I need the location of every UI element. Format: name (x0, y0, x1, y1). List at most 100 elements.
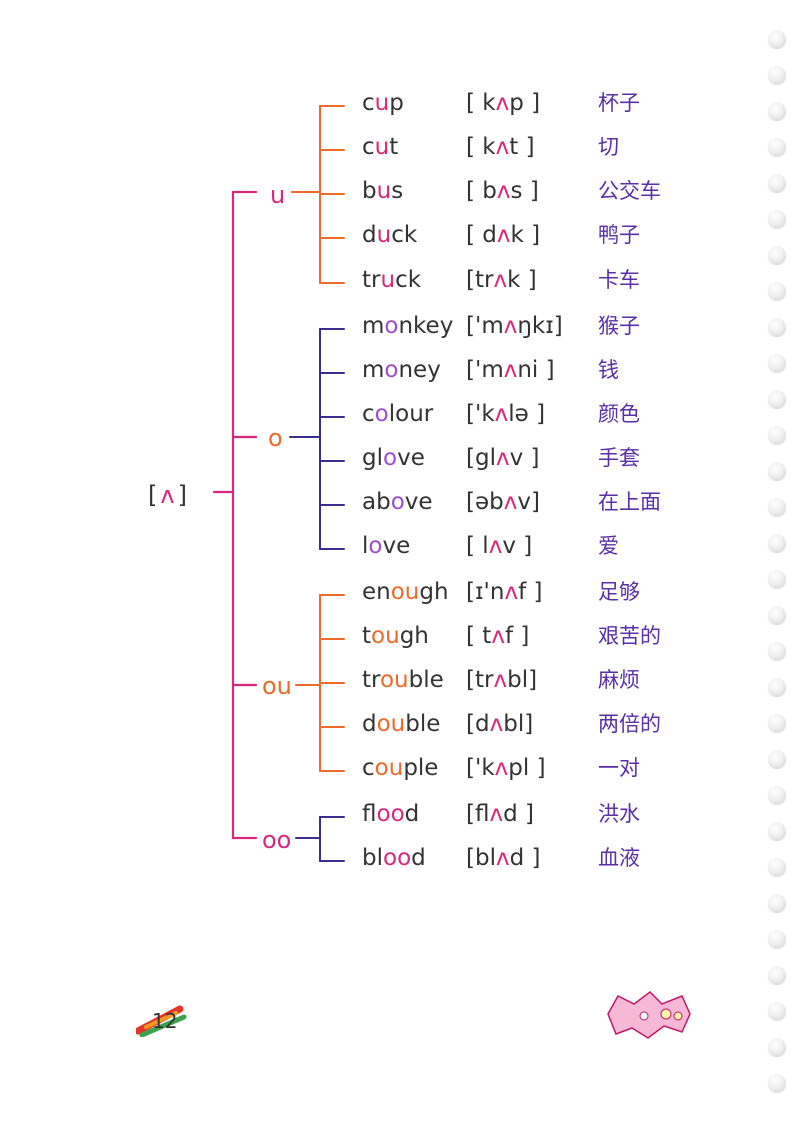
word-part: ab (362, 489, 391, 515)
word-highlight: o (368, 533, 383, 559)
vowel-symbol: ʌ (494, 401, 509, 427)
word-part: gh (399, 623, 429, 649)
word-highlight: o (390, 489, 405, 515)
phonetic-2-4: ['kʌpl ] (466, 755, 546, 781)
word-part: c (362, 134, 375, 160)
word-part: l (362, 533, 369, 559)
page-number-text: 12 (152, 1009, 178, 1033)
bracket-tree (212, 105, 345, 862)
ring-hole (768, 786, 786, 804)
vowel-symbol: ʌ (495, 445, 510, 471)
word-part: lour (388, 401, 434, 427)
word-part: ck (395, 267, 422, 293)
vowel-symbol: ʌ (493, 267, 508, 293)
word-0-2: bus (362, 180, 403, 203)
phonetic-1-4: [əbʌv] (466, 489, 540, 515)
phonetic-1-0: ['mʌŋkɪ] (466, 313, 563, 339)
sticker-burst-icon (607, 991, 691, 1039)
phonetic-3-1: [blʌd ] (466, 845, 541, 871)
phonetic-1-1: ['mʌni ] (466, 357, 555, 383)
ring-hole (768, 426, 786, 444)
word-part: fl (362, 801, 377, 827)
ring-hole (768, 1002, 786, 1020)
word-part: m (362, 357, 385, 383)
ring-hole (768, 318, 786, 336)
phonetic-2-2: [trʌbl] (466, 667, 538, 693)
ring-hole (768, 282, 786, 300)
phonetic-0-4: [trʌk ] (466, 267, 537, 293)
word-part: ck (391, 222, 418, 248)
word-2-0: enough (362, 581, 449, 604)
translation-3-0: 洪水 (598, 802, 640, 826)
vowel-symbol: ʌ (494, 755, 509, 781)
ring-hole (768, 570, 786, 588)
ring-hole (768, 894, 786, 912)
word-part: m (362, 313, 385, 339)
ring-hole (768, 498, 786, 516)
word-0-4: truck (362, 269, 421, 292)
ring-hole (768, 822, 786, 840)
ring-hole (768, 246, 786, 264)
word-part: nkey (398, 313, 454, 339)
word-0-0: cup (362, 92, 404, 115)
word-1-5: love (362, 535, 410, 558)
translation-0-2: 公交车 (598, 179, 661, 203)
word-2-1: tough (362, 625, 429, 648)
word-3-1: blood (362, 847, 426, 870)
word-0-1: cut (362, 136, 398, 159)
translation-3-1: 血液 (598, 846, 640, 870)
root-close-bracket: ] (177, 481, 190, 509)
word-highlight: o (374, 401, 389, 427)
vowel-symbol: ʌ (489, 801, 504, 827)
ring-hole (768, 642, 786, 660)
word-part: d (362, 222, 377, 248)
phonetic-0-2: [ bʌs ] (466, 178, 539, 204)
word-1-3: glove (362, 447, 425, 470)
word-part: en (362, 579, 391, 605)
phonetic-2-3: [dʌbl] (466, 711, 534, 737)
phonetic-2-1: [ tʌf ] (466, 623, 530, 649)
translation-1-0: 猴子 (598, 314, 640, 338)
word-highlight: o (384, 357, 399, 383)
word-1-2: colour (362, 403, 433, 426)
vowel-symbol: ʌ (493, 667, 508, 693)
vowel-symbol: ʌ (495, 845, 510, 871)
vowel-symbol: ʌ (503, 357, 518, 383)
ring-hole (768, 354, 786, 372)
vowel-symbol: ʌ (503, 313, 518, 339)
ring-hole (768, 66, 786, 84)
phonetic-1-5: [ lʌv ] (466, 533, 533, 559)
translation-2-3: 两倍的 (598, 712, 661, 736)
word-part: d (362, 711, 377, 737)
vowel-symbol: ʌ (504, 579, 519, 605)
word-part: tr (362, 267, 381, 293)
word-highlight: ou (376, 711, 406, 737)
decorative-sticker (604, 990, 694, 1040)
translation-2-4: 一对 (598, 756, 640, 780)
page-number: 12 (134, 1003, 188, 1038)
phonetic-1-3: [glʌv ] (466, 445, 540, 471)
word-part: gh (419, 579, 449, 605)
ring-hole (768, 858, 786, 876)
word-part: gl (362, 445, 383, 471)
ring-hole (768, 390, 786, 408)
word-part: ple (403, 755, 439, 781)
ring-hole (768, 606, 786, 624)
word-highlight: ou (374, 755, 404, 781)
vowel-symbol: ʌ (491, 623, 505, 649)
translation-0-1: 切 (598, 135, 619, 159)
word-highlight: ou (390, 579, 420, 605)
word-highlight: oo (383, 845, 412, 871)
word-part: ney (398, 357, 441, 383)
word-highlight: u (376, 222, 392, 248)
translation-1-5: 爱 (598, 534, 619, 558)
ring-hole (768, 966, 786, 984)
group-label-o: o (268, 424, 283, 452)
word-highlight: u (376, 178, 392, 204)
vowel-symbol: ʌ (496, 178, 511, 204)
word-part: t (362, 623, 372, 649)
word-part: bl (362, 845, 383, 871)
word-highlight: u (374, 134, 390, 160)
word-highlight: ou (371, 623, 400, 649)
page-number-decoration (134, 1005, 187, 1038)
